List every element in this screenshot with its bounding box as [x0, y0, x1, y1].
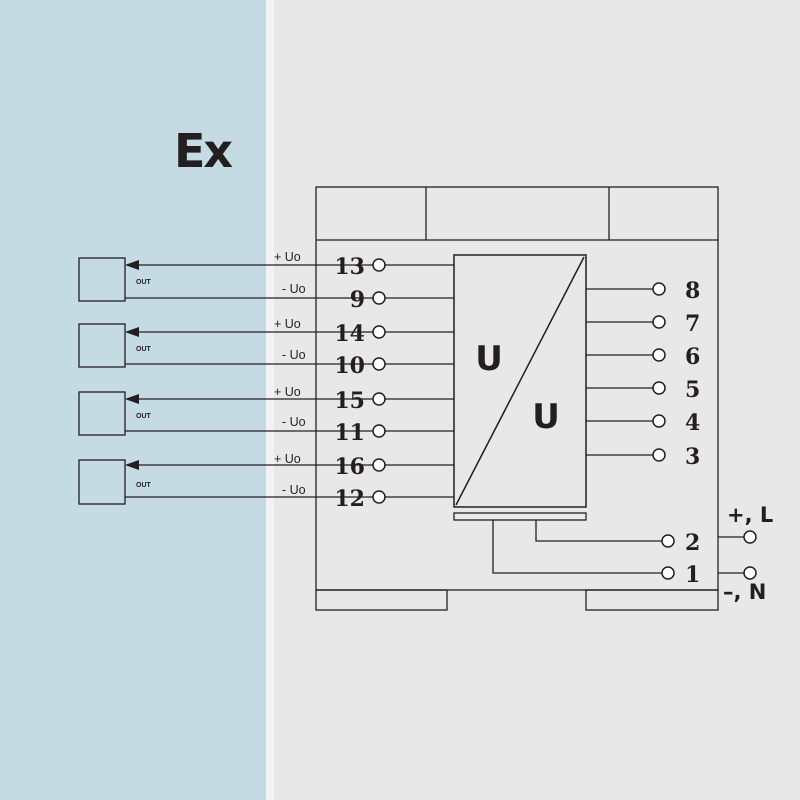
terminal-9-label: 9	[350, 287, 365, 313]
terminal-4[interactable]	[652, 414, 666, 428]
minus-uo-label: - Uo	[282, 483, 306, 497]
terminal-13[interactable]	[372, 258, 386, 272]
arrowhead-icon	[125, 460, 139, 470]
power-wire-2	[535, 520, 662, 542]
field-device-1: OUT + Uo - Uo	[78, 250, 373, 302]
terminal-13-label: 13	[334, 254, 365, 280]
field-device-4: OUT + Uo - Uo	[78, 452, 373, 505]
zone-divider	[266, 0, 274, 800]
field-device-box	[78, 459, 126, 505]
out-label: OUT	[136, 346, 152, 353]
arrowhead-icon	[125, 327, 139, 337]
terminal-3[interactable]	[652, 448, 666, 462]
field-device-box	[78, 323, 126, 368]
terminal-15-label: 15	[334, 388, 365, 414]
ex-zone-label: Ex	[174, 124, 233, 178]
plus-uo-label: + Uo	[274, 250, 301, 264]
converter-output-symbol: U	[532, 397, 560, 437]
terminal-8[interactable]	[652, 282, 666, 296]
converter-input-symbol: U	[475, 339, 503, 379]
mounting-foot-right	[585, 589, 719, 611]
supply-negative-label: –, N	[723, 580, 766, 604]
terminal-12-label: 12	[334, 486, 365, 512]
supply-negative-terminal[interactable]	[743, 566, 757, 580]
terminal-8-label: 8	[685, 278, 700, 304]
terminal-6-label: 6	[685, 344, 700, 370]
field-device-box	[78, 391, 126, 436]
out-label: OUT	[136, 482, 152, 489]
terminal-7-label: 7	[685, 311, 700, 337]
arrowhead-icon	[125, 260, 139, 270]
power-wire-1	[492, 520, 662, 574]
field-device-3: OUT + Uo - Uo	[78, 385, 373, 436]
converter-slash	[455, 256, 585, 506]
supply-positive-label: +, L	[727, 503, 773, 527]
terminal-4-label: 4	[685, 410, 700, 436]
terminal-2[interactable]	[661, 534, 675, 548]
terminal-10-label: 10	[334, 353, 365, 379]
terminal-2-label: 2	[685, 530, 700, 556]
housing-body	[315, 186, 719, 591]
terminal-14-label: 14	[334, 321, 365, 347]
converter-block: U U	[453, 254, 662, 574]
supply-positive-terminal[interactable]	[743, 530, 757, 544]
mounting-foot-left	[315, 589, 448, 611]
out-label: OUT	[136, 279, 152, 286]
minus-uo-label: - Uo	[282, 282, 306, 296]
terminal-1[interactable]	[661, 566, 675, 580]
minus-uo-label: - Uo	[282, 415, 306, 429]
terminal-3-label: 3	[685, 444, 700, 470]
output-terminals: 8 7 6 5 4 3	[586, 278, 700, 470]
plus-uo-label: + Uo	[274, 385, 301, 399]
terminal-5-label: 5	[685, 377, 700, 403]
converter-box	[453, 254, 587, 508]
input-terminals: 13 9 14 10 15 11 16 12	[334, 254, 454, 512]
power-terminals: 2 1 +, L –, N	[661, 503, 773, 604]
power-supply-bar	[453, 512, 587, 521]
field-device-2: OUT + Uo - Uo	[78, 317, 373, 368]
field-device-box	[78, 257, 126, 302]
terminal-6[interactable]	[652, 348, 666, 362]
terminal-15[interactable]	[372, 392, 386, 406]
terminal-5[interactable]	[652, 381, 666, 395]
terminal-11[interactable]	[372, 424, 386, 438]
terminal-7[interactable]	[652, 315, 666, 329]
module-housing	[315, 186, 719, 611]
terminal-14[interactable]	[372, 325, 386, 339]
terminal-9[interactable]	[372, 291, 386, 305]
terminal-1-label: 1	[685, 562, 700, 588]
arrowhead-icon	[125, 394, 139, 404]
out-label: OUT	[136, 413, 152, 420]
terminal-10[interactable]	[372, 357, 386, 371]
terminal-11-label: 11	[334, 420, 365, 446]
terminal-16[interactable]	[372, 458, 386, 472]
minus-uo-label: - Uo	[282, 348, 306, 362]
terminal-12[interactable]	[372, 490, 386, 504]
plus-uo-label: + Uo	[274, 452, 301, 466]
plus-uo-label: + Uo	[274, 317, 301, 331]
terminal-16-label: 16	[334, 454, 365, 480]
